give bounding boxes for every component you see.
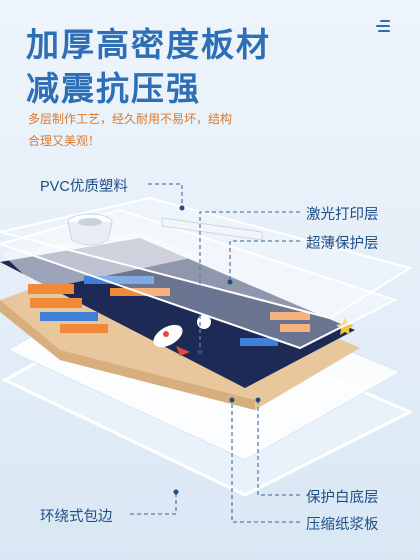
label-pvc: PVC优质塑料 <box>40 179 128 195</box>
menu-icon[interactable] <box>374 20 390 35</box>
heading-line-1: 加厚高密度板材 <box>26 26 271 63</box>
label-edge-wrap: 环绕式包边 <box>40 509 113 525</box>
label-paper-pulp: 压缩纸浆板 <box>306 517 379 533</box>
leader-lines <box>130 183 300 523</box>
label-white-base: 保护白底层 <box>306 490 379 506</box>
subtitle-line-2: 合理又美观！ <box>28 134 101 148</box>
heading-line-2: 减震抗压强 <box>26 70 201 107</box>
label-ultrathin: 超薄保护层 <box>306 236 379 252</box>
label-laser-print: 激光打印层 <box>306 207 379 223</box>
pvc-cup-icon <box>67 213 113 246</box>
subtitle-line-1: 多层制作工艺，经久耐用不易坏，结构 <box>28 112 233 126</box>
star-icon <box>336 318 354 335</box>
